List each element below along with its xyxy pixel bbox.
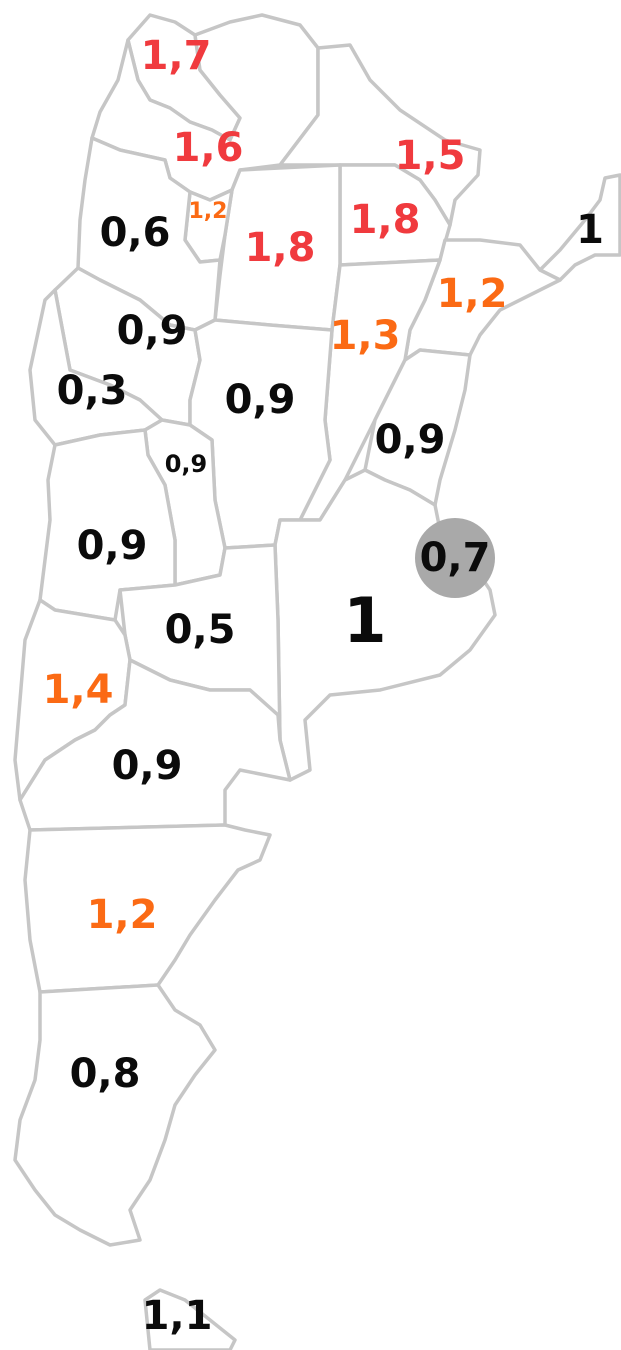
label-formosa: 1,5 — [395, 133, 466, 179]
province-shape-rionegro — [18, 658, 292, 832]
label-sanluis: 0,9 — [165, 450, 208, 478]
caba-circle — [415, 518, 495, 598]
province-shape-santacruz — [13, 983, 217, 1247]
label-caba: 0,7 — [420, 535, 491, 581]
label-neuquen: 1,4 — [43, 667, 114, 713]
label-lapampa: 0,5 — [165, 607, 236, 653]
label-santiago: 1,8 — [245, 225, 316, 271]
label-mendoza: 0,9 — [77, 523, 148, 569]
label-sanjuan: 0,3 — [57, 368, 128, 414]
province-shape-chubut — [23, 823, 272, 994]
label-cordoba: 0,9 — [225, 377, 296, 423]
label-entrerios: 0,9 — [375, 417, 446, 463]
label-corrientes: 1,2 — [437, 271, 508, 317]
label-catamarca: 0,6 — [100, 210, 171, 256]
province-shapes — [13, 13, 621, 1350]
label-chaco: 1,8 — [350, 197, 421, 243]
province-shape-tierradelfuego — [143, 1288, 237, 1350]
label-misiones: 1 — [576, 207, 604, 253]
label-santacruz: 0,8 — [70, 1051, 141, 1097]
label-buenosaires: 1 — [343, 584, 386, 657]
label-rionegro: 0,9 — [112, 743, 183, 789]
label-jujuy: 1,7 — [141, 33, 212, 79]
label-larioja: 0,9 — [117, 308, 188, 354]
label-tierradelfuego: 1,1 — [142, 1293, 213, 1339]
province-shape-misiones — [538, 173, 621, 282]
label-tucuman: 1,2 — [189, 199, 228, 224]
label-chubut: 1,2 — [87, 892, 158, 938]
province-labels: 1,7 1,6 1,5 1,8 1,8 1 1,2 0,6 1,2 1,3 0,… — [43, 33, 604, 1339]
label-salta: 1,6 — [173, 125, 244, 171]
label-santafe: 1,3 — [330, 313, 401, 359]
